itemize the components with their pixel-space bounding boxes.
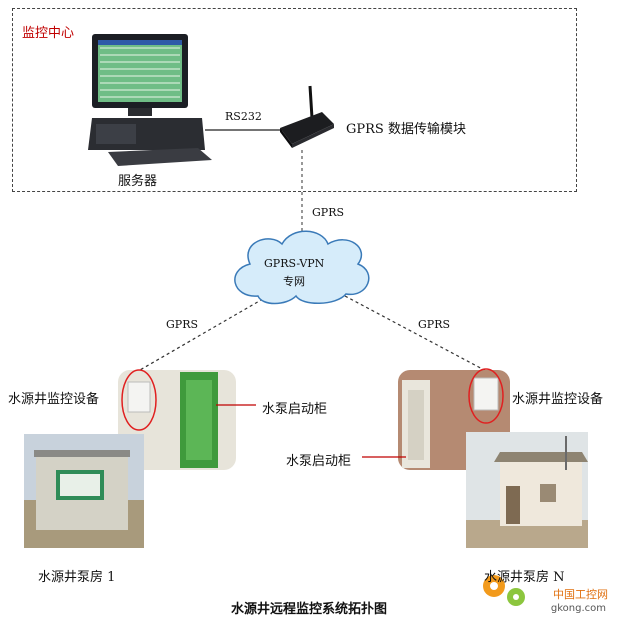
- watermark-url: gkong.com: [550, 603, 606, 614]
- gprs-link-left: [139, 295, 269, 371]
- control-center-frame: [12, 8, 577, 192]
- left-monitor-label: 水源井监控设备: [8, 392, 100, 407]
- left-cabinet-label: 水泵启动柜: [262, 402, 328, 417]
- cloud-label-line2: 专网: [283, 275, 305, 288]
- right-cabinet-label: 水泵启动柜: [286, 454, 352, 469]
- gprs-link-right: [344, 295, 489, 373]
- diagram-caption: 水源井远程监控系统拓扑图: [230, 602, 387, 617]
- right-monitor-highlight-ring: [468, 368, 504, 424]
- server-label: 服务器: [118, 174, 158, 189]
- left-monitor-highlight-ring: [121, 369, 157, 431]
- gprs-label-center: GPRS: [312, 206, 345, 219]
- left-pump-house-label: 水源井泵房 1: [38, 570, 116, 585]
- watermark-gear-icon: [483, 575, 525, 606]
- gprs-label-right: GPRS: [418, 318, 451, 331]
- server-computer-icon: [88, 34, 212, 166]
- right-monitor-label: 水源井监控设备: [512, 392, 604, 407]
- gprs-modem-icon: [280, 85, 334, 148]
- left-equipment-photo: [118, 370, 236, 470]
- control-center-title: 监控中心: [22, 26, 75, 41]
- right-pump-house-photo: [466, 432, 588, 548]
- rs232-label: RS232: [225, 110, 262, 123]
- right-pump-house-label: 水源井泵房 N: [484, 570, 565, 585]
- cloud-label-line1: GPRS-VPN: [264, 257, 325, 270]
- gprs-module-label: GPRS 数据传输模块: [346, 122, 466, 137]
- left-pump-house-photo: [24, 434, 144, 548]
- watermark-text: 中国工控网: [553, 588, 608, 601]
- gprs-label-left: GPRS: [166, 318, 199, 331]
- gprs-vpn-cloud-icon: [234, 230, 370, 305]
